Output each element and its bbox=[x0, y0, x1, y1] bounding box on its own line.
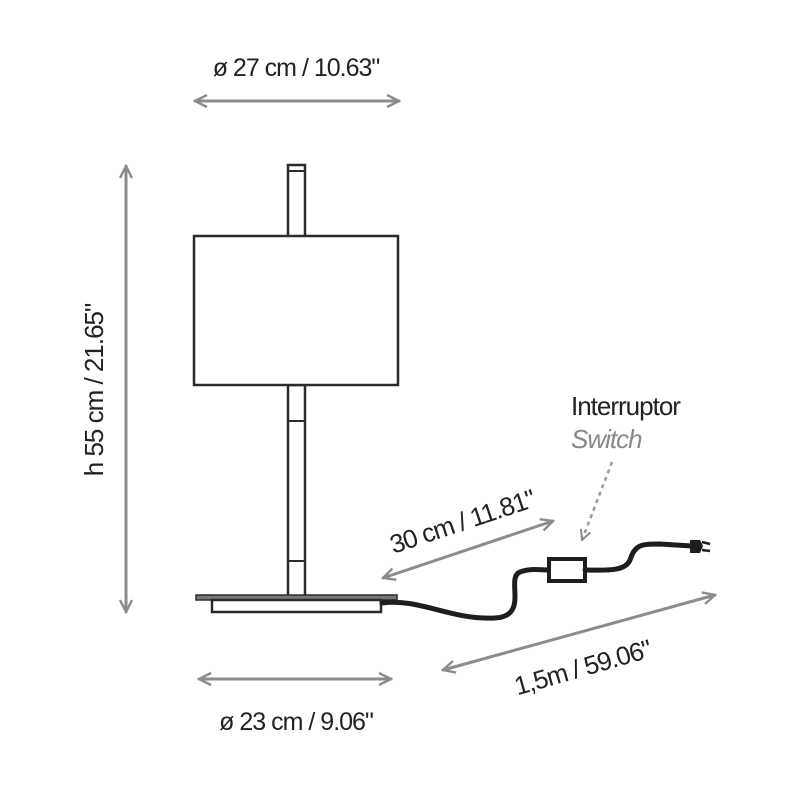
height-label: h 55 cm / 21.65" bbox=[79, 303, 109, 476]
switch-label-en: Switch bbox=[571, 424, 642, 454]
lamp-base bbox=[210, 598, 383, 614]
lamp-top-rod bbox=[286, 163, 307, 239]
switch-distance-arrow bbox=[383, 521, 553, 578]
cable-length-label: 1,5m / 59.06" bbox=[511, 633, 655, 701]
base-diameter-label: ø 23 cm / 9.06" bbox=[219, 708, 373, 736]
power-cable-end bbox=[582, 541, 695, 573]
cable-length-arrow bbox=[443, 595, 715, 670]
switch-pointer-arrow bbox=[582, 461, 614, 540]
switch-box bbox=[547, 557, 587, 583]
switch-distance-label: 30 cm / 11.81" bbox=[386, 483, 539, 560]
shade-diameter-label: ø 27 cm / 10.63" bbox=[213, 54, 380, 82]
lamp-drawing bbox=[192, 163, 400, 614]
power-cable bbox=[379, 567, 552, 621]
plug-icon bbox=[690, 540, 711, 553]
lamp-stem bbox=[286, 383, 307, 599]
lamp-shade bbox=[192, 234, 400, 387]
switch-label: Interruptor bbox=[571, 391, 681, 421]
